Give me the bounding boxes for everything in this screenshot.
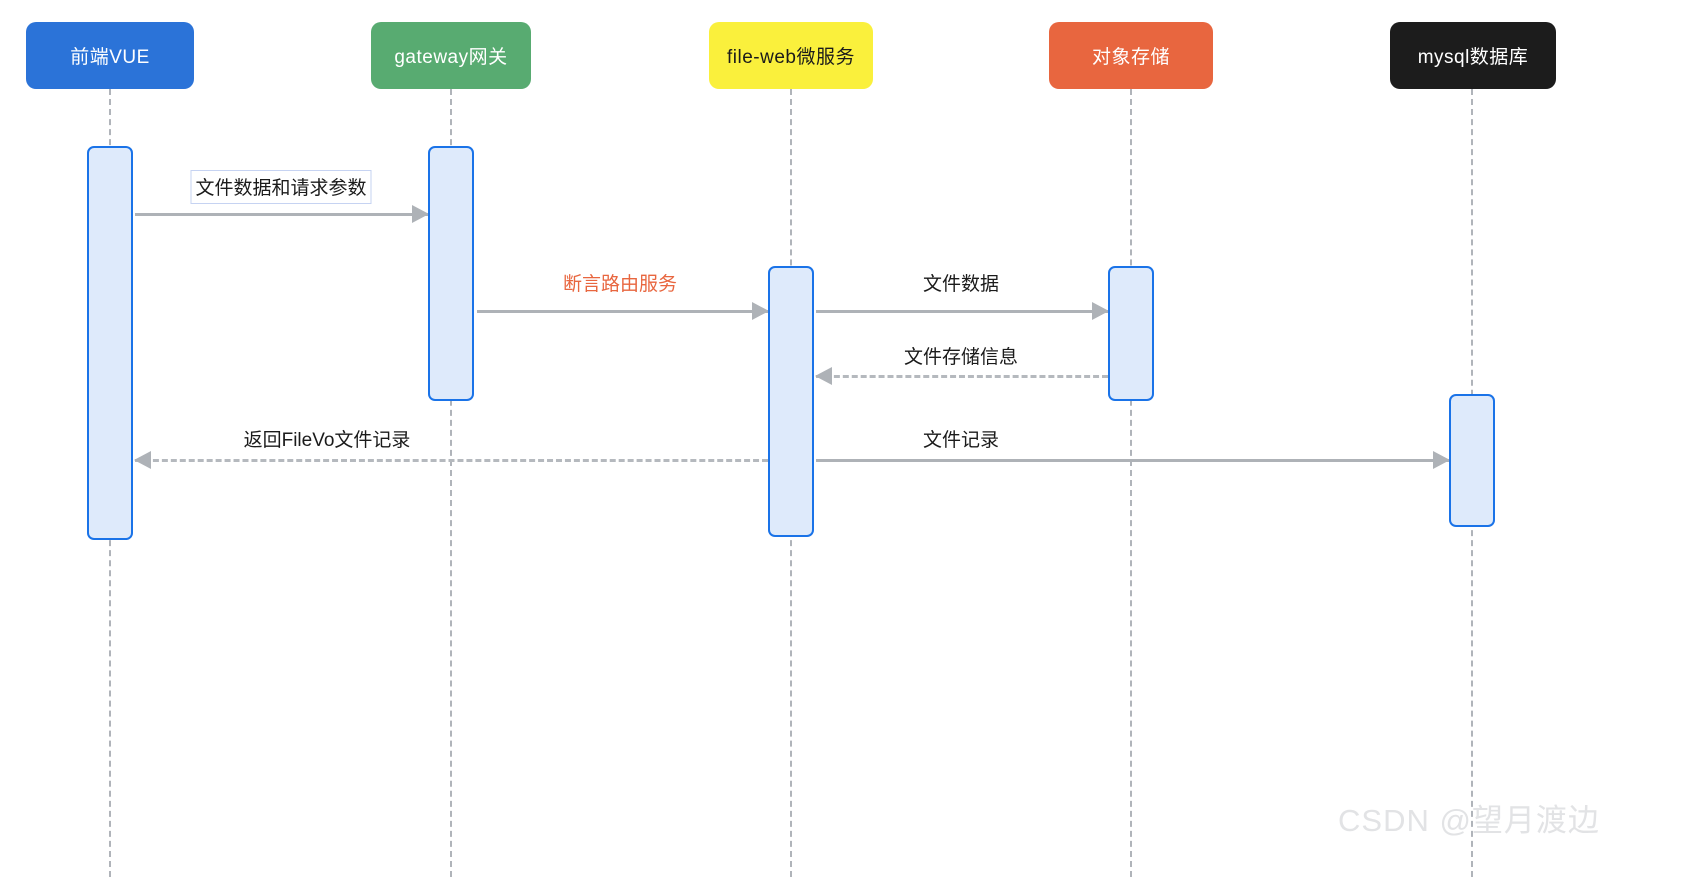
lifeline-oss [1130, 89, 1132, 877]
message-label-m6[interactable]: 文件记录 [922, 430, 1000, 451]
message-line [477, 310, 768, 313]
arrowhead-left-icon [815, 367, 832, 385]
participant-mysql[interactable]: mysql数据库 [1390, 22, 1556, 89]
message-line [135, 213, 428, 216]
message-label-m4[interactable]: 文件存储信息 [903, 347, 1019, 368]
arrowhead-right-icon [1433, 451, 1450, 469]
message-line [816, 459, 1449, 462]
watermark: CSDN @望月渡边 [1338, 803, 1600, 838]
message-label-m5[interactable]: 返回FileVo文件记录 [243, 430, 411, 451]
participant-label: 前端VUE [70, 47, 150, 68]
activation-bar-mysql[interactable] [1449, 394, 1495, 527]
lifeline-gateway [450, 89, 452, 877]
participant-label: gateway网关 [394, 47, 508, 68]
participant-label: mysql数据库 [1417, 47, 1529, 68]
arrowhead-right-icon [412, 205, 429, 223]
arrowhead-left-icon [134, 451, 151, 469]
participant-fileweb[interactable]: file-web微服务 [709, 22, 873, 89]
activation-bar-oss[interactable] [1108, 266, 1154, 401]
message-line [135, 459, 768, 462]
message-label-m3[interactable]: 文件数据 [922, 274, 1000, 295]
message-label-m2[interactable]: 断言路由服务 [562, 274, 678, 295]
participant-label: file-web微服务 [727, 47, 855, 68]
activation-bar-fileweb[interactable] [768, 266, 814, 537]
arrowhead-right-icon [1092, 302, 1109, 320]
activation-bar-gateway[interactable] [428, 146, 474, 401]
participant-oss[interactable]: 对象存储 [1049, 22, 1213, 89]
participant-label: 对象存储 [1091, 47, 1170, 68]
message-label-m1[interactable]: 文件数据和请求参数 [190, 170, 372, 204]
message-line [816, 375, 1108, 378]
arrowhead-right-icon [752, 302, 769, 320]
message-line [816, 310, 1108, 313]
activation-bar-vue[interactable] [87, 146, 133, 540]
participant-vue[interactable]: 前端VUE [26, 22, 194, 89]
participant-gateway[interactable]: gateway网关 [371, 22, 531, 89]
